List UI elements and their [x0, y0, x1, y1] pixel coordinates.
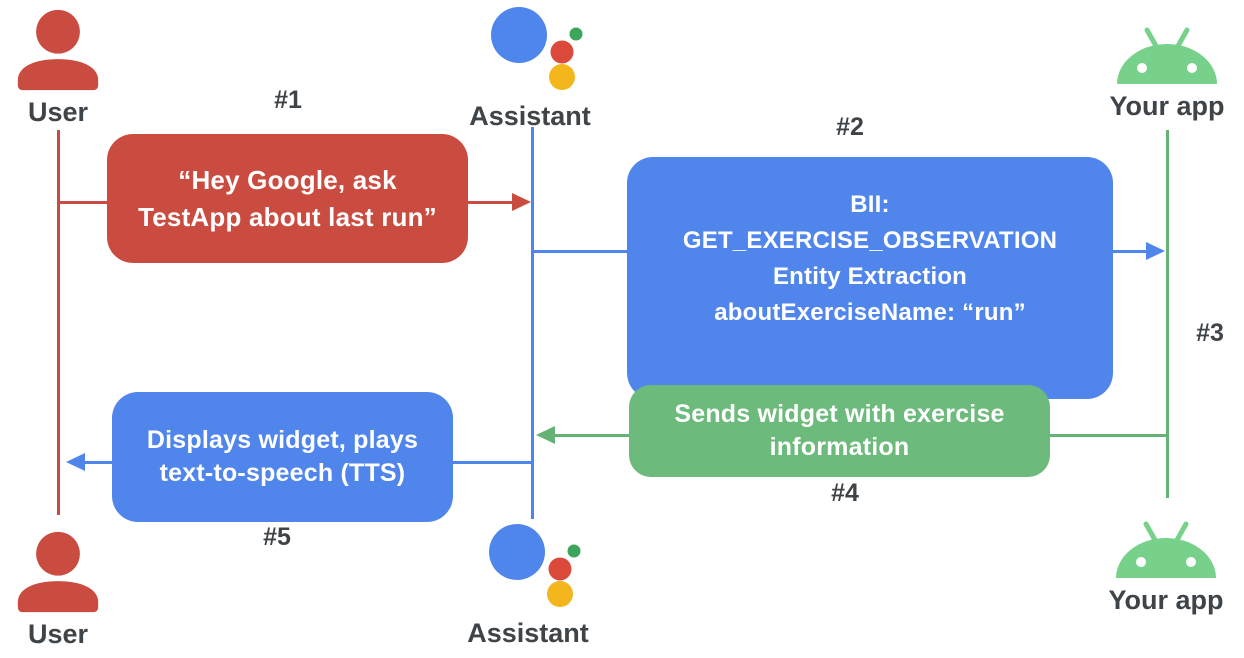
actor-assistant-top: Assistant — [469, 4, 591, 132]
user-lifeline — [57, 130, 60, 515]
android-icon — [1116, 521, 1216, 578]
app-lifeline — [1166, 130, 1169, 498]
assistant-icon — [491, 7, 583, 90]
assistant-lifeline — [531, 127, 534, 519]
step-label-3: #3 — [1196, 319, 1224, 347]
android-icon — [1117, 27, 1217, 84]
actor-label-yourapp: Your app — [1109, 91, 1225, 121]
message-text-line: text-to-speech (TTS) — [159, 459, 406, 487]
message-text-line: GET_EXERCISE_OBSERVATION — [682, 227, 1058, 254]
actor-user-top: User — [6, 8, 110, 128]
message-box-step1: “Hey Google, ask TestApp about last run” — [107, 134, 468, 263]
message-text-line: Entity Extraction — [772, 263, 968, 290]
message-text-line: information — [769, 433, 910, 461]
message-text-line: “Hey Google, ask — [178, 164, 397, 195]
message-box-step5: Displays widget, plays text-to-speech (T… — [112, 392, 453, 522]
actor-yourapp-top: Your app — [1110, 22, 1225, 122]
actor-yourapp-bottom: Your app — [1109, 516, 1224, 616]
assistant-icon — [489, 524, 581, 607]
message-text-line: aboutExerciseName: “run” — [714, 299, 1026, 326]
message-text-line: Sends widget with exercise — [674, 400, 1005, 428]
message-text-line: TestApp about last run” — [138, 201, 437, 232]
actor-label-assistant: Assistant — [469, 101, 591, 131]
message-box-step4: Sends widget with exercise information — [629, 385, 1050, 477]
step-label-5: #5 — [263, 523, 291, 551]
message-text-line: Displays widget, plays — [146, 426, 419, 454]
actor-label-user: User — [27, 97, 89, 127]
arrow-head-step5 — [66, 453, 85, 471]
actor-assistant-bottom: Assistant — [467, 521, 589, 649]
arrow-head-step2 — [1146, 242, 1165, 260]
step-label-1: #1 — [274, 86, 302, 114]
step-label-4: #4 — [831, 479, 859, 507]
message-text-line: BII: — [850, 191, 890, 218]
arrow-head-step4 — [536, 426, 555, 444]
actor-user-bottom: User — [6, 530, 110, 650]
user-icon — [17, 531, 99, 613]
message-box-step2: BII: GET_EXERCISE_OBSERVATION Entity Ext… — [627, 157, 1113, 399]
actor-label-user: User — [27, 619, 89, 649]
user-icon — [17, 9, 99, 91]
actor-label-yourapp: Your app — [1108, 585, 1224, 615]
actor-label-assistant: Assistant — [467, 618, 589, 648]
step-label-2: #2 — [836, 113, 864, 141]
arrow-head-step1 — [512, 193, 531, 211]
